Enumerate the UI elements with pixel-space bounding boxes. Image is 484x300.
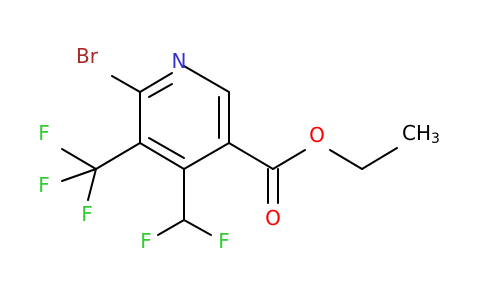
bromine-label: Br xyxy=(76,44,99,68)
bond-c2-n-inner xyxy=(148,83,173,98)
bond-c5-carbonyl xyxy=(228,142,274,170)
bond-cf3-f3 xyxy=(87,168,97,201)
bond-c4-c3 xyxy=(139,142,185,170)
methyl-subscript: 3 xyxy=(431,131,440,147)
methyl-label: CH3 xyxy=(402,121,440,147)
bond-c4-c3-inner xyxy=(148,137,185,159)
bond-c3-cf3 xyxy=(95,142,141,170)
bond-cf3-f2 xyxy=(61,168,97,182)
cf3-fluorine-1-label: F xyxy=(38,121,50,145)
bond-oester-ch2 xyxy=(329,149,363,170)
chf2-fluorine-1-label: F xyxy=(140,229,152,253)
bond-chf2-f1 xyxy=(157,219,185,236)
atom-labels: N Br O O CH3 F F F F F xyxy=(38,44,440,253)
ester-oxygen-label: O xyxy=(309,123,325,147)
carbonyl-oxygen-label: O xyxy=(265,206,281,230)
bond-n-c6 xyxy=(183,65,230,93)
bond-ch2-ch3 xyxy=(361,147,398,170)
bond-cf3-f1 xyxy=(61,148,97,170)
chf2-fluorine-2-label: F xyxy=(218,229,230,253)
bond-chf2-f2 xyxy=(183,219,212,236)
bond-c2-br xyxy=(111,75,141,93)
bond-carbonyl-oester xyxy=(272,149,306,170)
bond-c5-c4 xyxy=(183,142,230,170)
cf3-fluorine-3-label: F xyxy=(81,202,93,226)
nitrogen-label: N xyxy=(172,49,187,73)
bonds xyxy=(61,65,398,236)
cf3-fluorine-2-label: F xyxy=(38,173,50,197)
methyl-ch: CH xyxy=(402,121,431,145)
bond-c2-n xyxy=(139,72,173,93)
